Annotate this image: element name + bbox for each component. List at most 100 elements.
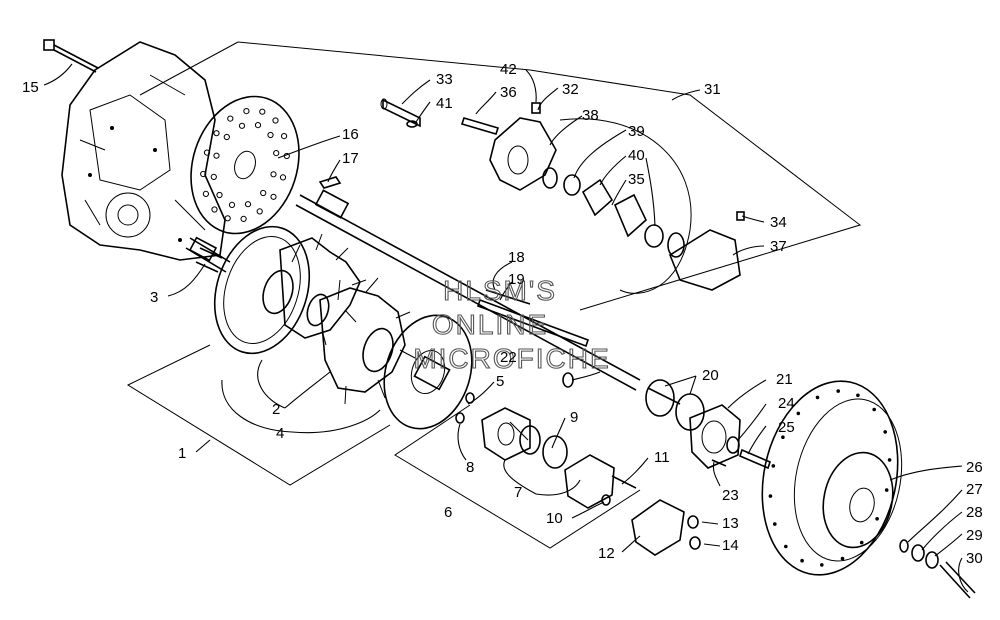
disc-hole: [224, 215, 231, 222]
sprocket-rivet: [771, 464, 776, 468]
watermark-line-3: MICROFICHE: [413, 343, 610, 374]
callout-27: 27: [966, 481, 983, 498]
disc-hole: [240, 215, 247, 222]
sprocket-rivet: [883, 430, 887, 434]
group-frame-6: [394, 404, 641, 549]
callout-1: 1: [178, 445, 186, 462]
watermark-line-2: ONLINE: [432, 309, 548, 340]
disc-hole: [228, 201, 236, 208]
callout-labels: 15 16 17 3 2 4 1 5 8 9 7 6 10 11 12 13 1…: [22, 61, 983, 567]
callout-11: 11: [654, 449, 670, 466]
caliper-assembly: [380, 98, 745, 294]
flange-21: [689, 404, 741, 469]
callout-20: 20: [702, 367, 719, 384]
callout-23: 23: [722, 487, 739, 504]
sprocket-rivet: [768, 494, 773, 498]
disc-hole: [272, 117, 279, 124]
callout-9: 9: [570, 409, 578, 426]
sprocket-rivet: [872, 407, 876, 412]
disc-hole: [254, 122, 262, 129]
sprocket-rivet: [840, 556, 845, 561]
pins-18-19: [476, 289, 590, 348]
sprocket-rivet: [875, 517, 879, 521]
leader-lines: [43, 63, 969, 593]
callout-5: 5: [496, 373, 504, 390]
nut-22: [562, 372, 574, 388]
callout-15: 15: [22, 79, 39, 96]
callout-24: 24: [778, 395, 795, 412]
sprocket-rivet: [856, 393, 860, 398]
callout-28: 28: [966, 504, 983, 521]
callout-37: 37: [770, 238, 787, 255]
disc-hole: [244, 201, 252, 208]
disc-hole: [202, 190, 209, 197]
disc-hole: [260, 189, 267, 197]
disc-hole: [259, 108, 266, 115]
callout-18: 18: [508, 249, 525, 266]
callout-32: 32: [562, 81, 579, 98]
callout-36: 36: [500, 84, 517, 101]
disc-hole: [227, 115, 234, 122]
sprocket-rivet: [820, 563, 824, 567]
callout-40: 40: [628, 147, 645, 164]
disc-hole: [238, 122, 246, 129]
disc-hole: [223, 133, 230, 141]
callout-35: 35: [628, 171, 645, 188]
disc-hole: [211, 206, 218, 213]
callout-4: 4: [276, 425, 284, 442]
callout-31: 31: [704, 81, 721, 98]
callout-16: 16: [342, 126, 359, 143]
washers-bolt-27-30: [899, 539, 976, 599]
callout-26: 26: [966, 459, 983, 476]
disc-hole: [256, 208, 263, 215]
callout-13: 13: [722, 515, 739, 532]
callout-38: 38: [582, 107, 599, 124]
callout-7: 7: [514, 484, 522, 501]
callout-21: 21: [776, 371, 793, 388]
callout-3: 3: [150, 289, 158, 306]
callout-8: 8: [466, 459, 474, 476]
callout-14: 14: [722, 537, 739, 554]
sprocket-rivet: [836, 389, 840, 393]
callout-29: 29: [966, 527, 983, 544]
sprocket-rivet: [884, 488, 889, 492]
brake-disc-16: [190, 95, 300, 235]
callout-33: 33: [436, 71, 453, 88]
callout-41: 41: [436, 95, 453, 112]
disc-hole: [267, 131, 274, 139]
callout-2: 2: [272, 401, 280, 418]
sprocket-rivet: [784, 544, 788, 549]
sprocket-rivet: [815, 395, 820, 400]
sprocket-rivet: [773, 522, 777, 526]
callout-17: 17: [342, 150, 359, 167]
disc-hole: [273, 150, 280, 157]
sprocket-rivet: [800, 558, 804, 563]
callout-12: 12: [598, 545, 615, 562]
sprocket-rivet: [781, 435, 785, 440]
watermark-line-1: HLSM'S: [443, 275, 557, 306]
callout-42: 42: [500, 61, 517, 78]
group-frame-31: [139, 41, 862, 311]
bolt-15: [43, 39, 99, 73]
sprocket-rivet: [859, 540, 864, 545]
disc-hole: [216, 191, 223, 199]
group-frame-1: [126, 344, 391, 486]
sprocket-rivet: [887, 458, 892, 462]
callout-34: 34: [770, 214, 787, 231]
disc-hole: [210, 173, 217, 180]
callout-39: 39: [628, 123, 645, 140]
disc-hole: [270, 171, 277, 178]
bearings-20: [645, 379, 705, 431]
key-17: [318, 176, 342, 189]
disc-hole: [279, 174, 287, 181]
sprocket-rivet: [796, 411, 801, 416]
sprocket-26: [761, 380, 903, 576]
callout-19: 19: [508, 271, 525, 288]
engine-case: [61, 41, 226, 261]
shaft-3: [185, 236, 231, 273]
disc-hole: [213, 130, 220, 137]
callout-25: 25: [778, 419, 795, 436]
callout-30: 30: [966, 550, 983, 567]
disc-hole: [270, 193, 277, 200]
